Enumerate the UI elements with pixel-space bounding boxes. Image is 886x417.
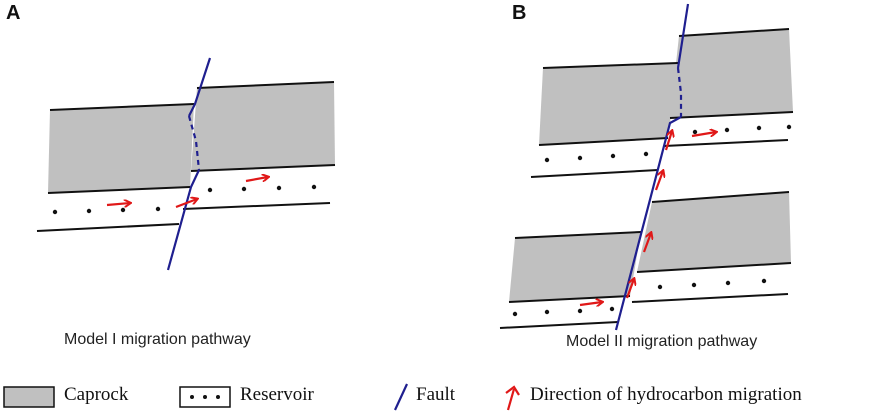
panel-a-reservoir-dots	[52, 184, 317, 215]
legend-fault-symbol	[394, 383, 408, 411]
panel-b-caption: Model II migration pathway	[566, 333, 758, 350]
panel-b-diagram	[499, 3, 794, 331]
legend-migration-arrow-icon	[505, 385, 520, 411]
panel-a-caprock-left	[48, 104, 194, 193]
panel-b-lower-caprock-right	[637, 192, 791, 272]
panel-a-reservoir-base-left	[36, 223, 180, 232]
panel-b-fault	[614, 3, 690, 331]
panel-a-reservoir-base-right	[182, 202, 331, 210]
panel-b-upper-caprock-left	[539, 63, 678, 145]
legend-caprock-swatch	[3, 386, 55, 408]
panel-a-caprock-right	[191, 82, 335, 171]
panel-b-label: B	[512, 2, 527, 24]
panel-b-migration-arrows	[579, 131, 716, 305]
panel-a-caption: Model I migration pathway	[64, 331, 251, 348]
legend-migration-label: Direction of hydrocarbon migration	[530, 384, 802, 405]
legend-reservoir-swatch	[179, 386, 231, 408]
panel-b-lower-caprock-left	[509, 232, 641, 302]
legend-fault-label: Fault	[416, 384, 456, 405]
panel-a-label: A	[6, 2, 21, 24]
legend: Caprock Reservoir Fault Direction of hyd…	[0, 380, 886, 417]
panel-a-migration-arrows	[106, 177, 268, 209]
panel-a-fault	[166, 57, 212, 271]
diagram-canvas	[36, 3, 794, 331]
panel-b-lower-reservoir-dots	[512, 278, 767, 317]
panel-a-diagram	[36, 57, 336, 271]
legend-caprock-label: Caprock	[64, 384, 129, 405]
panel-b-upper-caprock-right	[670, 29, 793, 118]
legend-reservoir-label: Reservoir	[240, 384, 314, 405]
panel-b-upper-reservoir-dots	[544, 124, 792, 163]
